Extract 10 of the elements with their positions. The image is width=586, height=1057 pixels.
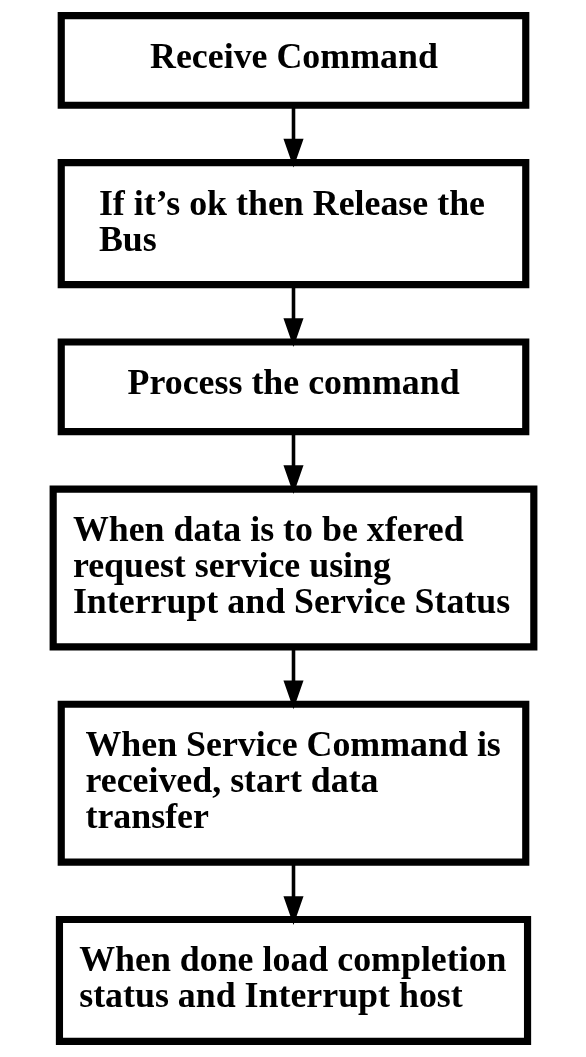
arrow	[282, 862, 304, 925]
node-box: When Service Command is received, start data transfer	[57, 700, 529, 866]
node-box: When done load completion status and Interrupt host	[55, 915, 531, 1045]
node-box: If it’s ok then Release the Bus	[57, 159, 529, 289]
arrow	[282, 647, 304, 710]
node-box: Process the command	[57, 338, 529, 436]
node-box: Receive Command	[57, 12, 529, 109]
arrow	[282, 432, 304, 494]
node-box: When data is to be xfered request service using Interrupt and Service Status	[49, 485, 537, 651]
arrow	[282, 105, 304, 168]
